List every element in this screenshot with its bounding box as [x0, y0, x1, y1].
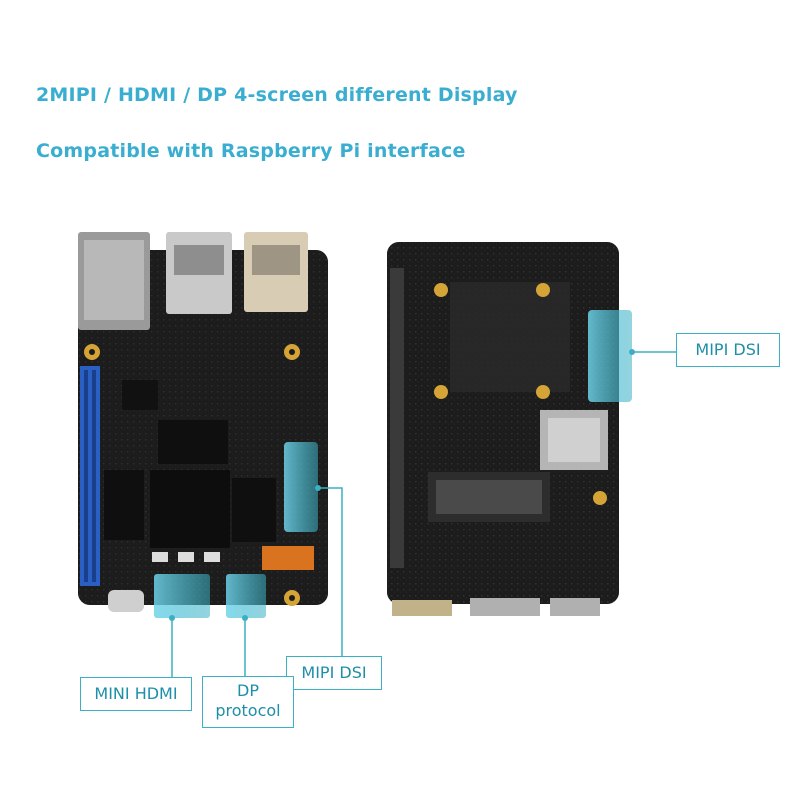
- callout-mipi-dsi-front: MIPI DSI: [286, 656, 382, 690]
- callout-mini-hdmi: MINI HDMI: [80, 677, 192, 711]
- leader-lines: [171, 351, 676, 677]
- dp-highlight: [226, 574, 266, 618]
- callout-dp-protocol: DP protocol: [202, 676, 294, 728]
- gpio-header: [80, 366, 100, 586]
- usb-c-port: [108, 590, 144, 612]
- headline-display: 2MIPI / HDMI / DP 4-screen different Dis…: [36, 84, 518, 106]
- mipi-dsi-highlight-back: [588, 310, 632, 402]
- board-front: [78, 232, 328, 618]
- mipi-dsi-highlight-front: [284, 442, 318, 532]
- headline-compatibility: Compatible with Raspberry Pi interface: [36, 140, 466, 162]
- callout-dp-line2: protocol: [215, 701, 281, 720]
- soc-chip: [150, 470, 230, 548]
- mini-hdmi-highlight: [154, 574, 210, 618]
- callout-dp-line1: DP: [237, 681, 259, 700]
- callout-mipi-dsi-back: MIPI DSI: [676, 333, 780, 367]
- board-back: [387, 242, 632, 616]
